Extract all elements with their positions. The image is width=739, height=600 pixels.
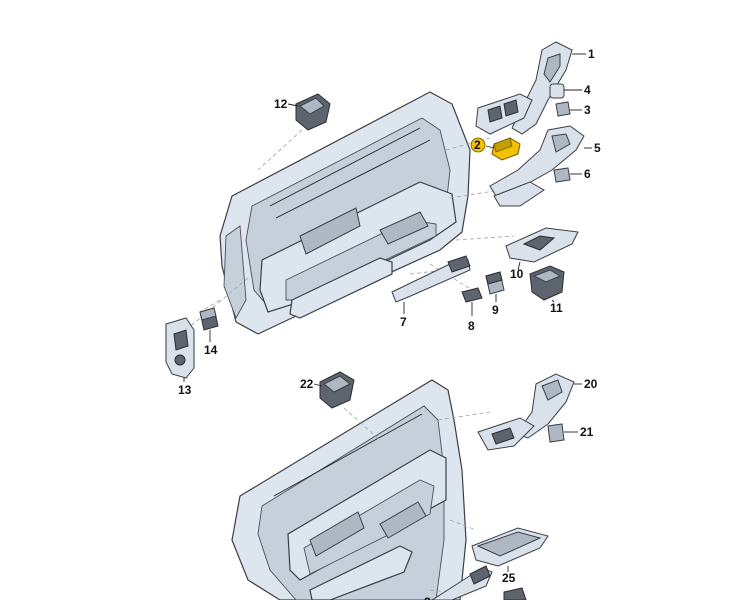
window-switch-bezel-front[interactable]: [475, 93, 533, 135]
part-20-armrest-trim[interactable]: [477, 373, 582, 451]
callout-11[interactable]: 11: [550, 301, 563, 315]
part-2-highlighted-switch[interactable]: [485, 137, 521, 161]
door-panel-front: [219, 91, 471, 335]
callout-20[interactable]: 20: [584, 377, 598, 391]
part-6-clip[interactable]: [553, 167, 582, 183]
part-7-door-handle[interactable]: [391, 255, 471, 314]
callout-21[interactable]: 21: [580, 425, 594, 439]
callout-7[interactable]: 7: [400, 315, 407, 329]
callout-2-highlight: [470, 137, 486, 153]
callout-22[interactable]: 22: [300, 377, 314, 391]
part-3-clip[interactable]: [555, 101, 582, 117]
callout-4[interactable]: 4: [584, 83, 591, 97]
part-5-armrest-cover[interactable]: [489, 125, 592, 207]
callout-5[interactable]: 5: [594, 141, 601, 155]
callout-3[interactable]: 3: [584, 103, 591, 117]
part-9-switch[interactable]: [485, 271, 505, 302]
door-panel-rear: [231, 379, 467, 600]
callout-14[interactable]: 14: [204, 343, 218, 357]
part-22-switch-module[interactable]: [313, 371, 355, 409]
callout-10[interactable]: 10: [510, 267, 524, 281]
part-11-switch[interactable]: [529, 265, 565, 303]
callout-9[interactable]: 9: [492, 303, 499, 317]
callout-25[interactable]: 25: [502, 571, 516, 585]
callout-fragment: 8: [424, 595, 431, 600]
part-14-switch[interactable]: [199, 307, 219, 342]
part-25-cover-plate[interactable]: [471, 527, 549, 572]
rear-switch[interactable]: [503, 587, 527, 600]
callout-2[interactable]: 2: [474, 138, 481, 152]
callout-6[interactable]: 6: [584, 167, 591, 181]
svg-text:8: 8: [424, 595, 431, 600]
callout-8[interactable]: 8: [468, 319, 475, 333]
part-12-switch-module[interactable]: [287, 93, 331, 131]
callout-12[interactable]: 12: [274, 97, 288, 111]
part-13-trim-piece[interactable]: [165, 317, 195, 382]
rear-door-handle[interactable]: [431, 565, 493, 600]
callout-1[interactable]: 1: [588, 47, 595, 61]
part-21-clip[interactable]: [547, 423, 578, 443]
part-4-trim-ring[interactable]: [549, 83, 582, 99]
part-8-cap[interactable]: [461, 287, 483, 316]
part-1-armrest-trim[interactable]: [511, 41, 586, 135]
part-10-switch-bezel[interactable]: [505, 227, 579, 271]
callout-13[interactable]: 13: [178, 383, 192, 397]
